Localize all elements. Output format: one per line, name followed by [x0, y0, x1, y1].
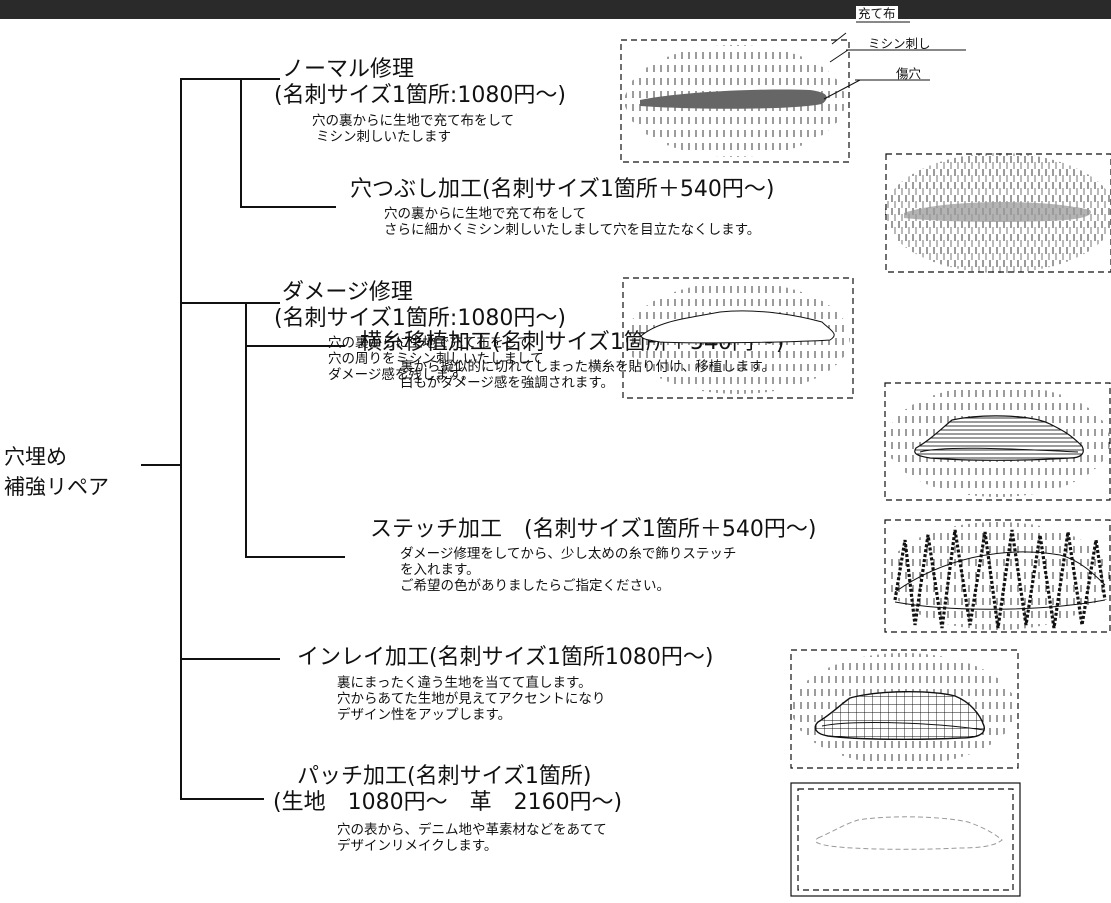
- item-normal-price: (名刺サイズ1箇所:1080円〜): [274, 83, 566, 109]
- branch-stitch: [245, 556, 345, 558]
- item-normal: ノーマル修理 (名刺サイズ1箇所:1080円〜) 穴の裏からに生地で充て布をして…: [274, 57, 566, 145]
- item-patch-desc-2: デザインリメイクします。: [337, 837, 498, 854]
- illustration-normal: [620, 21, 966, 163]
- branch-patch: [180, 798, 264, 800]
- item-stitch-desc-1: ダメージ修理をしてから、少し太めの糸で飾りステッチ: [400, 546, 737, 563]
- item-damage: ダメージ修理 (名刺サイズ1箇所:1080円〜) 穴の裏からに生地で充て布をして…: [274, 280, 566, 383]
- branch-anatsubushi: [240, 206, 336, 208]
- item-stitch-desc-2: を入れます。: [400, 562, 480, 579]
- illustration-damage: [622, 277, 854, 399]
- item-anatsubushi-desc-1: 穴の裏からに生地で充て布をして: [384, 206, 587, 223]
- item-stitch: ステッチ加工 (名刺サイズ1箇所＋540円〜) ダメージ修理をしてから、少し太め…: [370, 517, 817, 594]
- item-normal-desc-1: 穴の裏からに生地で充て布をして: [312, 112, 515, 129]
- item-inlay-title: インレイ加工(名刺サイズ1箇所1080円〜): [297, 645, 714, 670]
- item-stitch-title: ステッチ加工 (名刺サイズ1箇所＋540円〜): [370, 517, 817, 542]
- illustration-stitch: [884, 519, 1111, 633]
- branch-inlay: [180, 658, 280, 660]
- sub-trunk-normal: [240, 78, 242, 208]
- illustration-yokoito: [884, 382, 1111, 501]
- item-damage-title: ダメージ修理: [282, 280, 413, 305]
- root-connector: [141, 464, 181, 466]
- item-anatsubushi: 穴つぶし加工(名刺サイズ1箇所＋540円〜) 穴の裏からに生地で充て布をして さ…: [350, 177, 775, 238]
- root-label-line1: 穴埋め: [4, 445, 67, 469]
- sub-trunk-damage: [245, 302, 247, 558]
- item-patch-title: パッチ加工(名刺サイズ1箇所): [297, 764, 592, 789]
- root-label: 穴埋め 補強リペア: [4, 442, 109, 502]
- illustration-anatsubushi: [885, 153, 1111, 273]
- item-inlay-desc-3: デザイン性をアップします。: [337, 707, 512, 724]
- item-yokoito-desc-2: 白もがダメージ感を強調されます。: [400, 375, 614, 392]
- item-patch-price: (生地 1080円〜 革 2160円〜): [273, 790, 623, 816]
- item-anatsubushi-title: 穴つぶし加工(名刺サイズ1箇所＋540円〜): [350, 177, 775, 202]
- callout-patch-cloth: 充て布: [856, 6, 898, 21]
- item-inlay-desc-1: 裏にまったく違う生地を当てて直します。: [337, 675, 592, 692]
- item-patch: パッチ加工(名刺サイズ1箇所) (生地 1080円〜 革 2160円〜) 穴の表…: [273, 764, 622, 854]
- item-anatsubushi-desc-2: さらに細かくミシン刺しいたしまして穴を目立たなくします。: [384, 222, 761, 239]
- item-stitch-desc-3: ご希望の色がありましたらご指定ください。: [400, 578, 670, 595]
- main-trunk: [180, 78, 182, 799]
- item-damage-desc-3: ダメージ感を残します。: [328, 366, 475, 383]
- item-damage-price: (名刺サイズ1箇所:1080円〜): [274, 306, 566, 332]
- item-inlay-desc-2: 穴からあてた生地が見えてアクセントになり: [337, 691, 606, 708]
- illustration-patch: [790, 782, 1021, 897]
- top-bar: [0, 0, 1111, 19]
- branch-damage: [180, 302, 280, 304]
- item-damage-desc-1: 穴の裏からに生地で充て布をして: [328, 334, 531, 351]
- item-normal-title: ノーマル修理: [282, 57, 415, 82]
- illustration-inlay: [790, 649, 1019, 769]
- branch-normal: [180, 78, 280, 80]
- item-patch-desc-1: 穴の表から、デニム地や革素材などをあてて: [337, 821, 607, 838]
- callout-machine-stitch: ミシン刺し: [868, 36, 931, 51]
- root-label-line2: 補強リペア: [4, 475, 109, 499]
- item-normal-desc-2: ミシン刺しいたします: [316, 128, 451, 145]
- item-damage-desc-2: 穴の周りをミシン刺しいたしまして: [328, 350, 544, 367]
- branch-yokoito: [245, 345, 345, 347]
- callout-hole: 傷穴: [896, 66, 922, 81]
- item-inlay: インレイ加工(名刺サイズ1箇所1080円〜) 裏にまったく違う生地を当てて直しま…: [297, 645, 714, 723]
